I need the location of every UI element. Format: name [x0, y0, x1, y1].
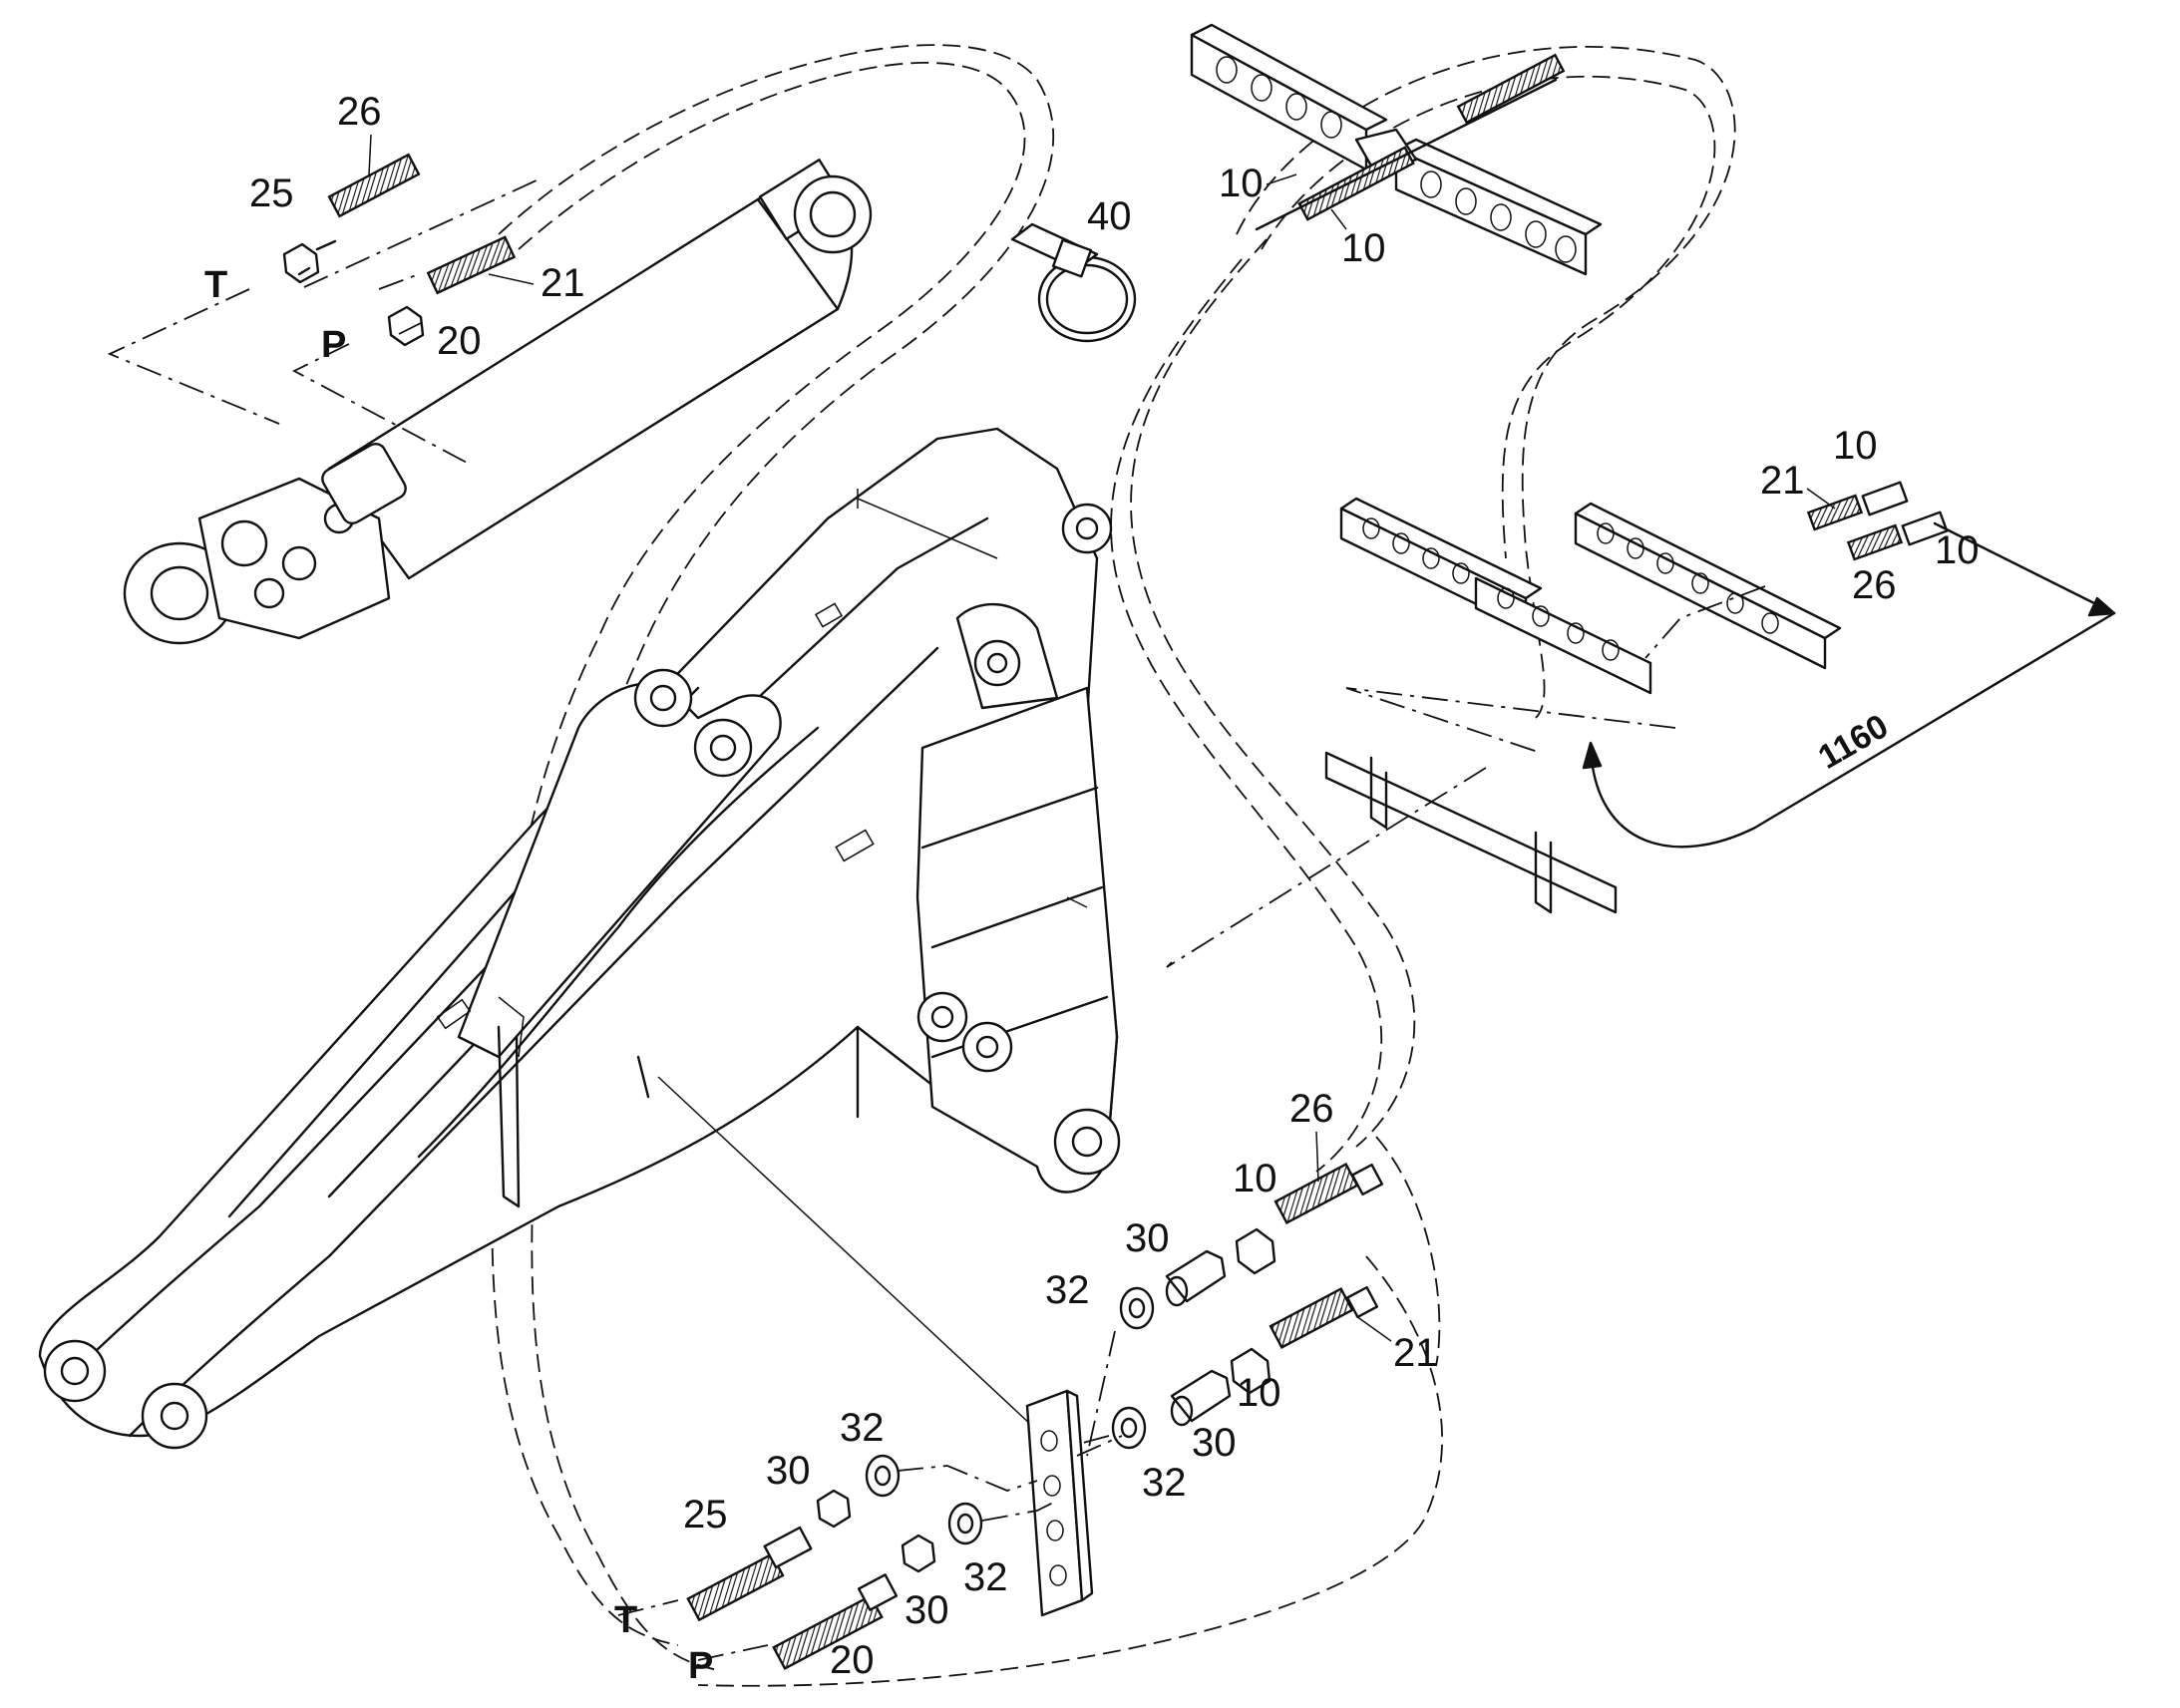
label-cyl-hose-tank: 26	[337, 90, 382, 134]
label-clamp-right-a: 10	[1833, 424, 1878, 468]
label-cyl-port-pressure: P	[321, 324, 346, 366]
label-plate-washer-upper: 32	[840, 1406, 885, 1450]
cable-tie	[1010, 222, 1137, 343]
label-plate-washer-lower: 32	[963, 1555, 1008, 1599]
label-boom-washer-lower: 32	[1142, 1461, 1187, 1505]
label-boom-adapter-lower: 30	[1192, 1421, 1237, 1465]
boom-hose-lower	[1230, 1285, 1379, 1395]
label-cyl-port-tank: T	[204, 264, 227, 306]
mounting-plate	[1025, 1389, 1094, 1617]
plate-nut-upper	[816, 1489, 852, 1529]
hose-clamp-right	[1339, 481, 1949, 754]
label-plate-nut-upper: 30	[766, 1449, 811, 1493]
boom-washer-upper	[1119, 1286, 1155, 1330]
label-clamp-right-hose-a: 21	[1760, 459, 1805, 503]
boom-washer-lower	[1111, 1406, 1147, 1450]
plate-hose-tank	[686, 1526, 813, 1622]
boom-adapter-upper	[1165, 1249, 1227, 1307]
label-boom-hose-lower: 21	[1393, 1331, 1438, 1375]
label-cyl-hose-pressure: 21	[541, 261, 585, 305]
boom-structure	[38, 427, 1121, 1450]
label-clamp-top-b: 10	[1341, 226, 1386, 270]
cylinder-connection-lines	[107, 178, 540, 465]
label-cyl-fitting-pressure: 20	[437, 319, 482, 363]
cylinder-hose-pressure	[387, 235, 517, 347]
bracket-to-boom-line	[1166, 961, 1173, 968]
label-boom-washer-upper: 32	[1045, 1268, 1090, 1312]
plate-hose-pressure	[772, 1573, 899, 1671]
boom-hose-upper	[1235, 1163, 1384, 1275]
label-clamp-top-a: 10	[1219, 162, 1264, 205]
plate-connection-lines	[617, 1435, 1123, 1661]
label-clamp-right-b: 10	[1935, 528, 1980, 572]
label-cyl-fitting-tank: 25	[249, 171, 294, 215]
label-clamp-right-hose-b: 26	[1852, 563, 1897, 607]
hose-clamp-top	[1190, 23, 1603, 276]
label-boom-hose-upper: 26	[1289, 1087, 1334, 1131]
boom-adapter-lower	[1170, 1369, 1232, 1427]
label-boom-hose-lower-end: 10	[1237, 1371, 1281, 1415]
part-labels: 26 25 T 21 20 P 40 10 10 10 21 10 26 116…	[204, 90, 1980, 1687]
hose-route-lines	[491, 44, 1736, 1687]
plate-nut-lower	[901, 1534, 936, 1573]
boom-to-plate-line	[657, 1076, 1033, 1427]
boom-upper-connection-line	[1086, 1330, 1116, 1457]
label-plate-port-pressure: P	[688, 1645, 713, 1687]
plate-washer-lower	[947, 1502, 983, 1545]
label-plate-port-tank: T	[614, 1599, 637, 1641]
boom-cylinder	[123, 159, 873, 645]
bracket-connection-line	[1166, 767, 1487, 968]
label-cable-tie: 40	[1087, 194, 1132, 238]
label-plate-hose-tank: 25	[683, 1493, 728, 1537]
boom-hose-guide	[497, 1025, 650, 1208]
label-boom-hose-upper-end: 10	[1233, 1157, 1277, 1200]
plate-washer-upper	[865, 1454, 901, 1498]
mounting-bracket-strip	[1324, 751, 1618, 914]
label-plate-hose-pressure: 20	[830, 1638, 875, 1682]
dimension-1160	[1582, 521, 2116, 849]
label-boom-adapter-upper: 30	[1125, 1216, 1170, 1260]
label-dimension: 1160	[1812, 707, 1895, 777]
cylinder-hose-tank	[282, 153, 421, 284]
label-plate-nut-lower: 30	[905, 1588, 949, 1632]
boom-lower-connection-line	[1071, 1435, 1110, 1447]
